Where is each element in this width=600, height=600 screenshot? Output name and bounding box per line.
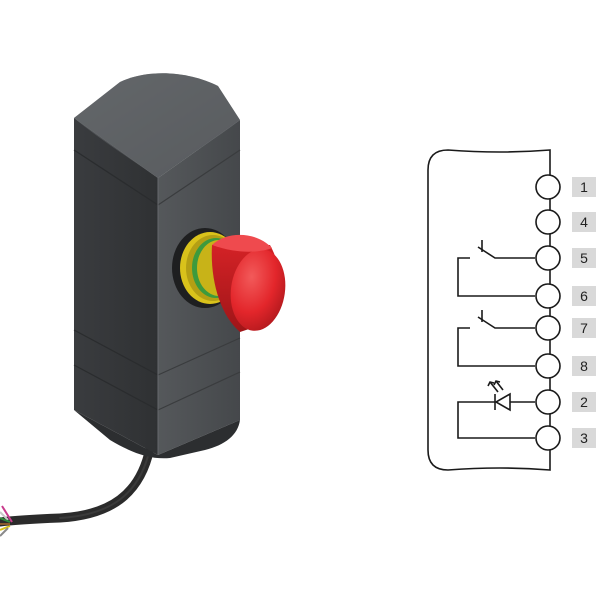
terminal-label-box	[572, 177, 596, 197]
terminal-2	[535, 389, 561, 415]
terminal-label-box	[572, 392, 596, 412]
terminal-label: 2	[580, 394, 588, 410]
terminal-8	[535, 353, 561, 379]
terminal-label-box	[572, 318, 596, 338]
terminal-4	[535, 209, 561, 235]
contact-switch-2	[457, 310, 535, 367]
terminal-label: 5	[580, 250, 588, 266]
emergency-stop-button	[172, 228, 286, 332]
terminal-5	[535, 245, 561, 271]
terminal-label-box	[572, 248, 596, 268]
cable	[0, 443, 155, 527]
terminal-label-box	[572, 286, 596, 306]
terminal-label: 7	[580, 320, 588, 336]
terminal-label: 3	[580, 430, 588, 446]
terminal-6	[535, 283, 561, 309]
cable-wire-ends	[0, 505, 13, 537]
terminal-label: 6	[580, 288, 588, 304]
terminal-label: 8	[580, 358, 588, 374]
contact-switch-1	[457, 240, 535, 297]
enclosure-outline	[427, 149, 551, 471]
terminal-label-box	[572, 428, 596, 448]
terminal-label-box	[572, 212, 596, 232]
terminal-7	[535, 315, 561, 341]
led-indicator	[457, 380, 535, 439]
terminal-labels: 1 4 5 6 7 8 2 3	[572, 177, 596, 448]
terminal-1	[535, 174, 561, 200]
terminal-block	[535, 174, 561, 451]
terminal-label-box	[572, 356, 596, 376]
terminal-3	[535, 425, 561, 451]
terminal-label: 1	[580, 179, 588, 195]
terminal-label: 4	[580, 214, 588, 230]
